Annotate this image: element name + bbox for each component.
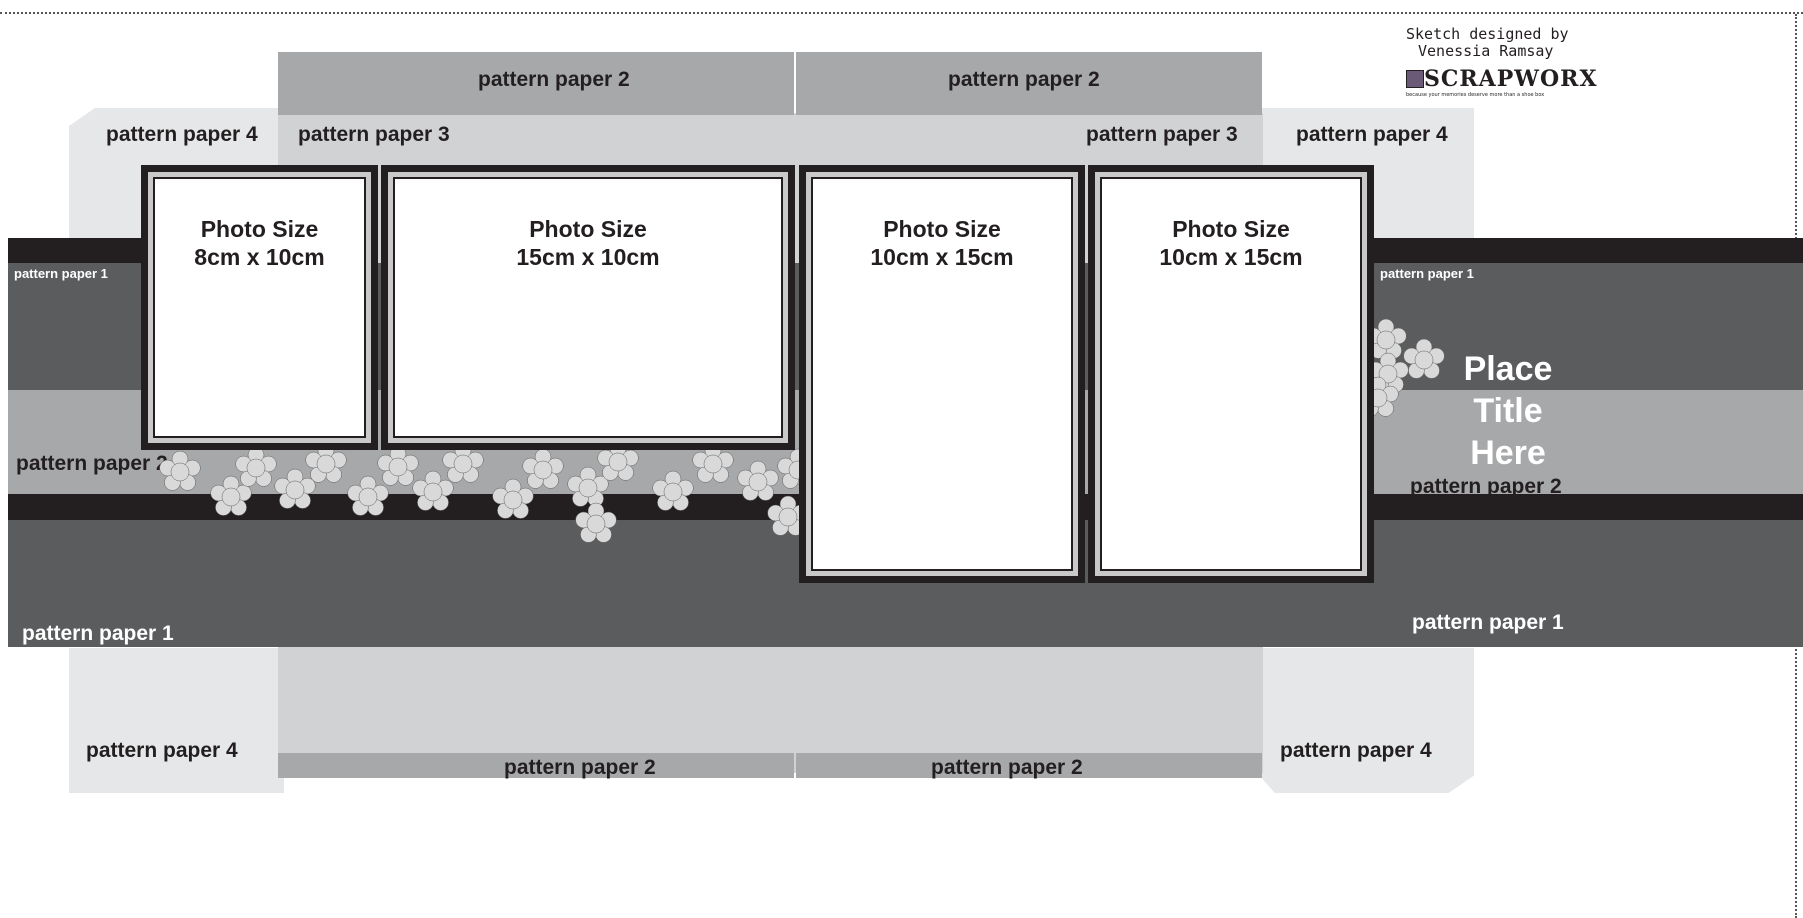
pp1-black-top-right <box>1373 238 1803 264</box>
label-pp3-left: pattern paper 3 <box>298 123 450 147</box>
logo-mark-icon <box>1406 70 1424 88</box>
flower-cluster-title <box>1364 318 1464 428</box>
label-pp1-left-small: pattern paper 1 <box>14 266 108 281</box>
pp1-band-left-upper <box>8 263 143 390</box>
label-pp4-bottom-left: pattern paper 4 <box>86 739 238 763</box>
label-pp1-right-small: pattern paper 1 <box>1380 266 1474 281</box>
label-pp4-top-right: pattern paper 4 <box>1296 123 1448 147</box>
designer-credit: Sketch designed by Venessia Ramsay <box>1406 26 1606 60</box>
label-pp4-bottom-right: pattern paper 4 <box>1280 739 1432 763</box>
cut-line-top <box>0 0 1803 14</box>
label-pp2-left-band: pattern paper 2 <box>16 452 168 476</box>
label-pp2-bottom-left: pattern paper 2 <box>504 756 656 780</box>
label-pp2-bottom-right: pattern paper 2 <box>931 756 1083 780</box>
pp4-bottom-left-panel <box>69 648 284 793</box>
pp1-black-top-left <box>8 238 143 264</box>
scrapworx-logo: SCRAPWORX because your memories deserve … <box>1406 66 1598 98</box>
label-pp3-right: pattern paper 3 <box>1086 123 1238 147</box>
title-placeholder: Place Title Here <box>1458 348 1558 474</box>
label-pp4-top-left: pattern paper 4 <box>106 123 258 147</box>
label-pp1-left-large: pattern paper 1 <box>22 622 174 646</box>
sketch-canvas: pattern paper 2 pattern paper 2 pattern … <box>8 18 1803 918</box>
pp4-bottom-right-panel <box>1262 648 1474 793</box>
label-pp2-top-right: pattern paper 2 <box>948 68 1100 92</box>
label-pp2-right-band: pattern paper 2 <box>1410 475 1562 499</box>
label-pp1-right-large: pattern paper 1 <box>1412 611 1564 635</box>
label-pp2-top-left: pattern paper 2 <box>478 68 630 92</box>
